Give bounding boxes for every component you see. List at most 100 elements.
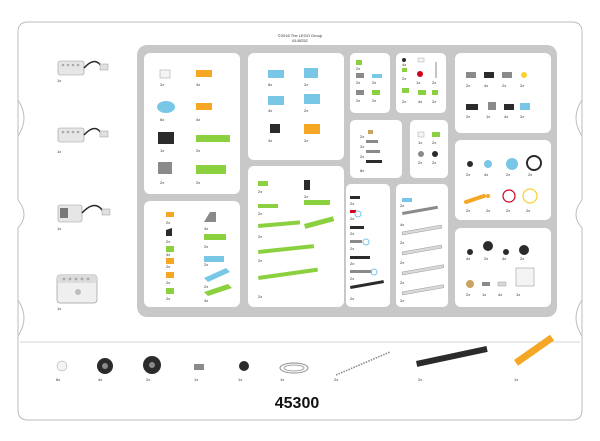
wheels-qty-6: 2x bbox=[486, 208, 490, 213]
gears-qty-5: 2x bbox=[466, 292, 470, 297]
plates-qty-8: 2x bbox=[196, 180, 200, 185]
gray-small-qty-3: 2x bbox=[418, 160, 422, 165]
compartment-small-a bbox=[350, 53, 390, 113]
top-right-qty-8: 2x bbox=[520, 114, 524, 119]
beams-qty-4: 2x bbox=[258, 234, 262, 239]
slopes-qty-10: 2x bbox=[166, 296, 170, 301]
slopes-qty-3: 2x bbox=[166, 239, 170, 244]
beams-qty-6: 2x bbox=[258, 294, 262, 299]
top-right-qty-5: 2x bbox=[466, 114, 470, 119]
axles-qty-4: 2x bbox=[350, 246, 354, 251]
top-right-items bbox=[466, 72, 530, 110]
axles-qty-1: 2x bbox=[350, 201, 354, 206]
axles-small-qty-3: 2x bbox=[360, 154, 364, 159]
gears-qty-2: 2x bbox=[484, 256, 488, 261]
long-beams-qty-6: 2x bbox=[400, 298, 404, 303]
copyright-text: ©2016 The LEGO Group bbox=[278, 33, 323, 38]
small-a-qty-5: 2x bbox=[372, 98, 376, 103]
set-number: 45300 bbox=[275, 395, 320, 412]
compartment-axles-small bbox=[350, 120, 402, 178]
compartment-axles bbox=[346, 184, 390, 307]
plates-qty-6: 2x bbox=[196, 148, 200, 153]
bottom-qty-3: 2x bbox=[146, 377, 150, 382]
gears-qty-4: 2x bbox=[520, 256, 524, 261]
small-b-qty-6: 4x bbox=[418, 99, 422, 104]
bottom-qty-2: 4x bbox=[98, 377, 102, 382]
axles-small-qty-2: 2x bbox=[360, 144, 364, 149]
smarthub-part bbox=[56, 274, 98, 304]
bottom-qty-8: 2x bbox=[418, 377, 422, 382]
slopes-qty-5: 4x bbox=[166, 252, 170, 257]
slopes-qty-6: 2x bbox=[166, 264, 170, 269]
slopes-items bbox=[166, 212, 232, 296]
small-gray-part-icon bbox=[194, 364, 204, 370]
small-a-items bbox=[356, 60, 382, 95]
belt-icon bbox=[279, 362, 309, 374]
gears-qty-6: 1x bbox=[482, 292, 486, 297]
long-beams-items bbox=[401, 198, 445, 296]
top-right-qty-6: 1x bbox=[486, 114, 490, 119]
motor-part-1-qty: 1x bbox=[57, 78, 61, 83]
bricks-qty-4: 2x bbox=[304, 108, 308, 113]
plates-qty-3: 6x bbox=[160, 117, 164, 122]
long-beams-qty-1: 2x bbox=[400, 203, 404, 208]
bottom-qty-9: 1x bbox=[514, 377, 518, 382]
compartment-plates bbox=[144, 53, 240, 194]
wheels-items bbox=[464, 155, 542, 204]
long-beams-qty-4: 2x bbox=[400, 260, 404, 265]
beams-qty-2: 2x bbox=[304, 194, 308, 199]
gears-items bbox=[466, 241, 535, 288]
motor-part-3 bbox=[57, 204, 111, 223]
beams-qty-1: 2x bbox=[258, 189, 262, 194]
small-b-qty-1: 4x bbox=[402, 62, 406, 67]
plates-qty-1: 2x bbox=[160, 82, 164, 87]
top-right-qty-4: 2x bbox=[520, 83, 524, 88]
wheels-qty-7: 2x bbox=[506, 208, 510, 213]
bottom-qty-4: 1x bbox=[194, 377, 198, 382]
compartment-top-right bbox=[455, 53, 551, 133]
bricks-qty-2: 2x bbox=[304, 82, 308, 87]
bricks-qty-5: 4x bbox=[268, 138, 272, 143]
axles-items bbox=[350, 196, 385, 289]
wheels-qty-5: 2x bbox=[466, 208, 470, 213]
bottom-shelf-items bbox=[56, 334, 555, 376]
plates-items bbox=[157, 69, 230, 174]
ball-icon bbox=[56, 360, 68, 372]
bricks-qty-1: 6x bbox=[268, 82, 272, 87]
compartment-bricks bbox=[248, 53, 344, 160]
right-notch-bottom bbox=[575, 299, 583, 337]
top-right-qty-1: 2x bbox=[466, 83, 470, 88]
gray-small-qty-1: 1x bbox=[418, 140, 422, 145]
top-right-qty-7: 4x bbox=[504, 114, 508, 119]
beams-qty-5: 2x bbox=[258, 258, 262, 263]
compartment-small-b bbox=[396, 53, 446, 113]
slopes-qty-2: 4x bbox=[204, 226, 208, 231]
top-right-qty-3: 2x bbox=[502, 83, 506, 88]
gears-qty-1: 4x bbox=[466, 256, 470, 261]
slopes-qty-11: 4x bbox=[204, 298, 208, 303]
axles-qty-7: 2x bbox=[350, 296, 354, 301]
orange-beam-icon bbox=[514, 334, 555, 366]
small-a-qty-2: 2x bbox=[356, 80, 360, 85]
left-notch-bottom bbox=[17, 299, 25, 337]
wheels-qty-3: 2x bbox=[506, 172, 510, 177]
left-notch-top bbox=[17, 99, 25, 137]
wheels-qty-8: 2x bbox=[526, 208, 530, 213]
inner-tray bbox=[137, 45, 557, 317]
slopes-qty-8: 2x bbox=[166, 280, 170, 285]
slopes-qty-1: 2x bbox=[166, 220, 170, 225]
slopes-qty-7: 2x bbox=[204, 262, 208, 267]
small-b-items bbox=[402, 57, 438, 95]
compartment-beams bbox=[248, 166, 344, 307]
gray-small-qty-2: 2x bbox=[432, 140, 436, 145]
motor-part-1 bbox=[57, 60, 109, 76]
gears-qty-3: 4x bbox=[502, 256, 506, 261]
part-number-text: 6145252 bbox=[292, 38, 308, 43]
slopes-qty-9: 2x bbox=[204, 284, 208, 289]
wheels-qty-2: 4x bbox=[484, 172, 488, 177]
plates-qty-4: 4x bbox=[196, 117, 200, 122]
long-beams-qty-2: 4x bbox=[400, 222, 404, 227]
wheels-orange-piece bbox=[464, 194, 486, 204]
plates-qty-2: 4x bbox=[196, 82, 200, 87]
